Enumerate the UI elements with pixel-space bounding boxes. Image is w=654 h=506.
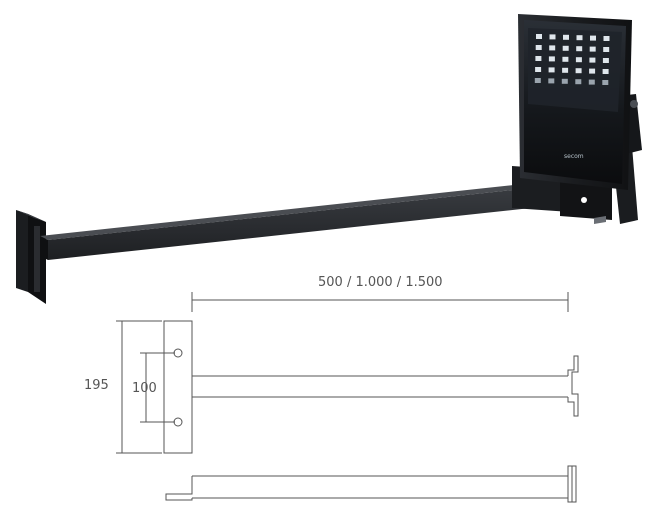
led-chip	[588, 79, 595, 85]
led-chip	[534, 78, 541, 83]
mounting-arm	[40, 180, 568, 260]
led-chip	[548, 56, 555, 62]
led-chip	[535, 56, 542, 61]
front-view-end-bracket	[567, 355, 579, 417]
led-chip	[575, 79, 582, 85]
technical-drawing	[116, 292, 579, 503]
led-chip	[563, 34, 569, 40]
led-chip	[549, 34, 556, 40]
led-chip	[548, 78, 555, 84]
led-chip	[576, 46, 583, 52]
led-chip	[548, 67, 555, 73]
led-chip	[602, 69, 609, 74]
led-chip	[535, 67, 542, 72]
led-chip	[603, 47, 610, 52]
led-chip	[602, 58, 609, 63]
led-chip	[536, 34, 542, 39]
arm-length-dimension	[191, 292, 569, 312]
hole-spacing-label: 100	[132, 381, 157, 396]
top-view-arm	[165, 465, 577, 503]
led-chip	[589, 46, 596, 52]
product-photo: secom	[16, 14, 642, 304]
front-view-wall-plate	[163, 320, 193, 454]
led-chip	[602, 80, 609, 85]
front-view-arm	[192, 375, 568, 398]
led-chip	[575, 57, 582, 63]
brand-logo: secom	[564, 153, 584, 160]
led-array	[534, 34, 610, 85]
led-chip	[589, 57, 596, 63]
led-chip	[562, 45, 569, 51]
floodlight-head: secom	[518, 14, 632, 190]
wall-mount-plate	[16, 210, 46, 304]
led-chip	[535, 45, 542, 50]
hole-spacing-dimension	[140, 352, 175, 423]
bracket-height-label: 195	[84, 378, 109, 393]
led-chip	[562, 67, 569, 73]
led-chip	[562, 56, 569, 62]
bracket-height-dimension	[116, 320, 162, 454]
led-chip	[589, 68, 596, 74]
led-chip	[549, 45, 556, 51]
led-chip	[590, 35, 596, 41]
led-chip	[603, 36, 610, 41]
arm-length-label: 500 / 1.000 / 1.500	[318, 275, 443, 290]
led-chip	[561, 78, 568, 84]
led-chip	[575, 68, 582, 74]
led-chip	[576, 35, 583, 41]
